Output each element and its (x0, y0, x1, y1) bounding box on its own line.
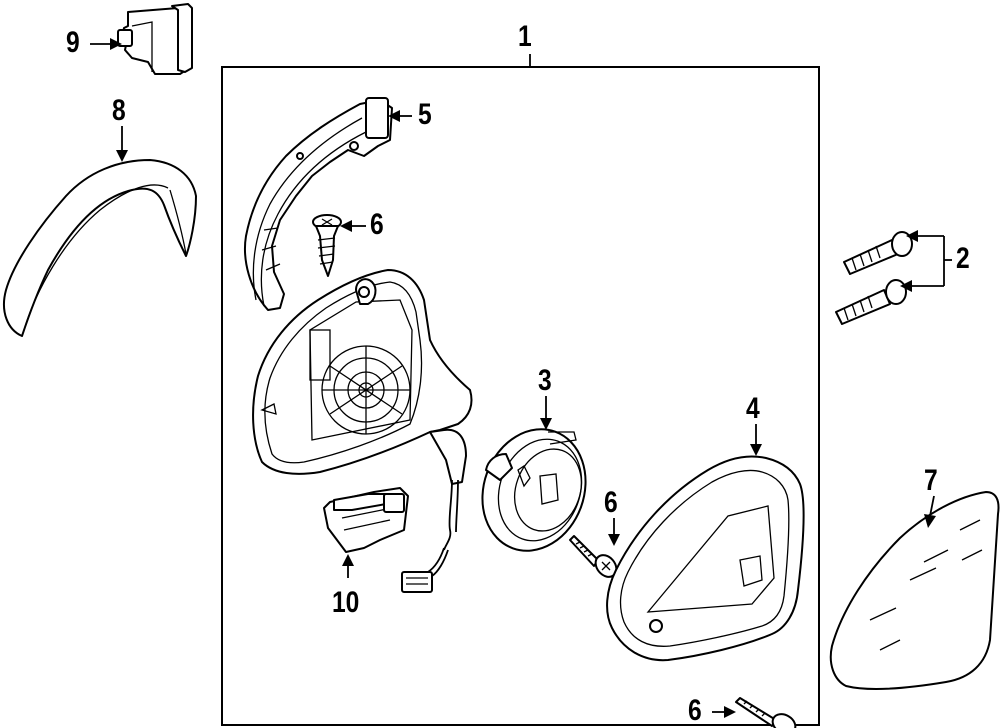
callout-4: 4 (746, 392, 760, 425)
callout-10: 10 (332, 586, 360, 619)
part-10-module[interactable] (323, 487, 409, 553)
part-6-screw-lower[interactable] (735, 697, 799, 728)
callout-9: 9 (66, 26, 80, 59)
callout-6-lower: 6 (688, 694, 702, 727)
part-8-mirror-cap[interactable] (3, 159, 197, 337)
part-9-clip[interactable] (117, 3, 193, 75)
callout-3: 3 (538, 364, 552, 397)
callout-8: 8 (112, 94, 126, 127)
callout-6-middle: 6 (604, 486, 618, 519)
part-6-screw-middle[interactable] (569, 535, 621, 581)
part-1-mirror-housing[interactable] (252, 269, 473, 593)
callout-1: 1 (518, 20, 532, 53)
part-5-signal-strip[interactable] (244, 97, 393, 311)
assembly-frame (221, 66, 820, 726)
callout-5: 5 (418, 98, 432, 131)
callout-7: 7 (924, 464, 938, 497)
part-7-mirror-glass[interactable] (829, 491, 1000, 690)
part-6-screw-upper[interactable] (312, 214, 342, 277)
part-2-bolts[interactable] (835, 231, 913, 325)
callout-2: 2 (956, 242, 970, 275)
leader-lines (90, 38, 952, 718)
part-4-glass-housing[interactable] (606, 455, 805, 662)
part-3-actuator[interactable] (466, 415, 602, 566)
callout-6-upper: 6 (370, 208, 384, 241)
